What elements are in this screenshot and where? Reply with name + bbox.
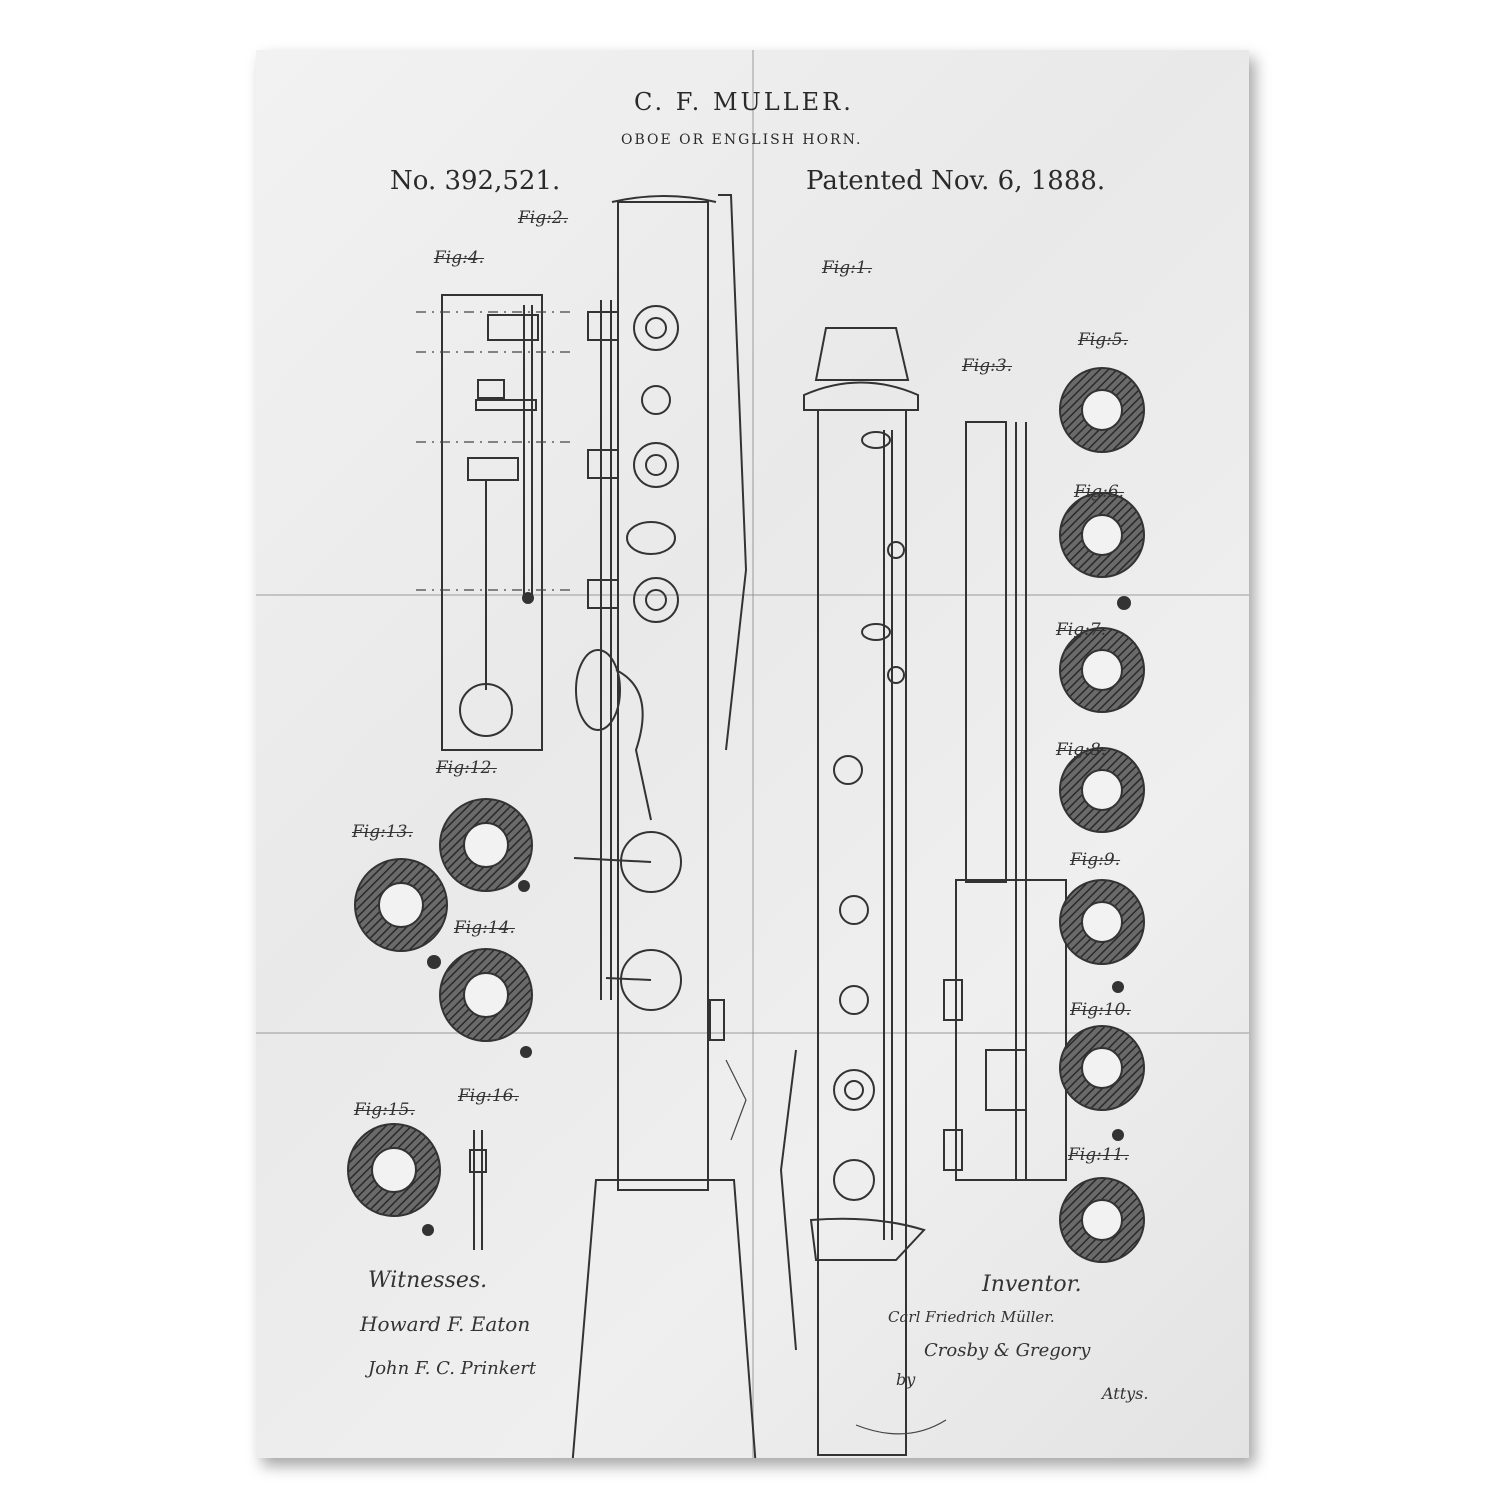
fig3-label: Fig:3. [962, 356, 1013, 376]
fig14-label: Fig:14. [454, 918, 515, 938]
fig9-label: Fig:9. [1070, 850, 1121, 870]
fig13-label: Fig:13. [352, 822, 413, 842]
fig2-main-tube [571, 194, 757, 1458]
witnesses-label: Witnesses. [368, 1268, 488, 1293]
fig1-body [779, 327, 926, 1456]
fig15-label: Fig:15. [354, 1100, 415, 1120]
fig1-label: Fig:1. [822, 258, 873, 278]
fig16-rod [469, 1130, 487, 1250]
fig16-label: Fig:16. [458, 1086, 519, 1106]
witness-2-signature: John F. C. Prinkert [368, 1358, 537, 1379]
fig6-label: Fig:6. [1074, 482, 1125, 502]
fig4-section [416, 294, 576, 751]
fig5-label: Fig:5. [1078, 330, 1129, 350]
inventor-label: Inventor. [982, 1272, 1082, 1297]
vertical-fold-line [752, 50, 754, 1458]
fig2-label: Fig:2. [518, 208, 569, 228]
inventor-signature: Carl Friedrich Müller. [888, 1308, 1055, 1326]
fig7-label: Fig:7. [1056, 620, 1107, 640]
inventor-name: C. F. MULLER. [634, 88, 854, 116]
fig3-rod-section [943, 421, 1067, 1181]
witness-1-signature: Howard F. Eaton [360, 1312, 531, 1336]
fig10-label: Fig:10. [1070, 1000, 1131, 1020]
patent-date: Patented Nov. 6, 1888. [806, 166, 1106, 196]
fig4-label: Fig:4. [434, 248, 485, 268]
patent-drawing [347, 194, 1145, 1458]
horizontal-fold-line-bottom [256, 1032, 1249, 1034]
attorneys-signature: Crosby & Gregory [924, 1340, 1091, 1361]
signature-flourish [855, 1419, 947, 1435]
fig5-11-key-rings [1059, 367, 1145, 1263]
by-label: by [896, 1370, 916, 1389]
fig12-15-key-rings [347, 798, 533, 1236]
attys-label: Attys. [1102, 1384, 1149, 1403]
fig8-label: Fig:8. [1056, 740, 1107, 760]
fig11-label: Fig:11. [1068, 1145, 1129, 1165]
patent-subject: OBOE OR ENGLISH HORN. [621, 132, 863, 148]
patent-number: No. 392,521. [390, 166, 561, 196]
patent-canvas: C. F. MULLER. OBOE OR ENGLISH HORN. No. … [256, 50, 1249, 1458]
fig12-label: Fig:12. [436, 758, 497, 778]
horizontal-fold-line-top [256, 594, 1249, 596]
